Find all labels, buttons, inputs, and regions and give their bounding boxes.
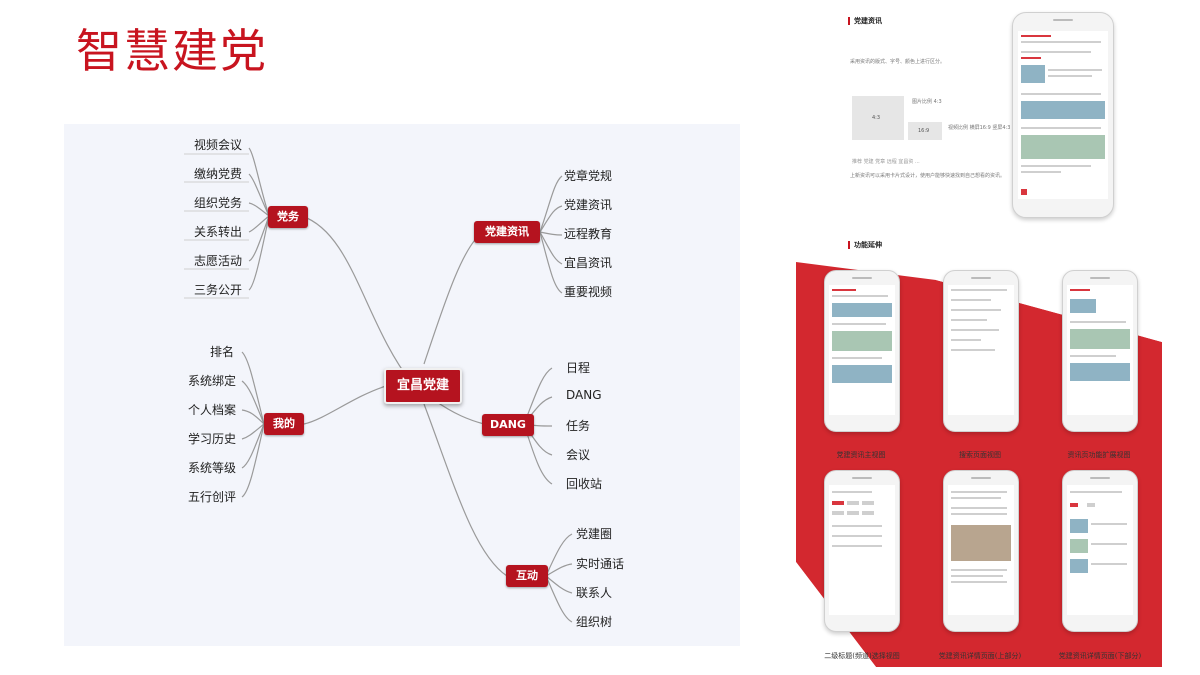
leaf-dangwu-5: 三务公开 [194,283,243,297]
mind-map-connectors [184,147,573,623]
branch-node-dangwu: 党务 [268,206,308,228]
caption-channel-select: 二级标题(频道)选择视图 [824,652,900,660]
leaf-wode-0: 排名 [210,345,235,359]
phone-mockup-news-extended [1062,270,1138,432]
ratio-label-video: 视频比例 横屏16:9 竖屏4:3 [948,125,1011,131]
mind-map: 宜昌党建 党务 我的 党建资讯 DANG 互动 视频会议 缴纳党费 组织党务 关… [64,124,740,646]
phone-mockup-main [1012,12,1114,218]
connector-center-hudong [423,403,508,577]
caption-news-main: 党建资讯主视图 [836,451,886,459]
leaf-wode-3: 学习历史 [188,432,237,446]
branch-node-dang: DANG [482,414,534,436]
branch-node-wode: 我的 [264,413,304,435]
leaf-dang-2: 任务 [566,419,591,433]
page-title: 智慧建党 [76,24,268,78]
ratio-box-4-3-label: 4:3 [872,115,881,121]
branch-node-hudong: 互动 [506,565,548,587]
tabs-preview: 推荐 党建 党章 远程 宜昌资 ... [852,159,920,165]
leaf-hudong-2: 联系人 [576,586,613,600]
connector-center-dangwu [301,215,415,387]
ratio-box-16-9-label: 16:9 [918,128,930,134]
caption-detail-bottom: 党建资讯详情页面(下部分) [1058,652,1142,660]
leaf-hudong-3: 组织树 [576,615,613,629]
phone-mockup-news-main [824,270,900,432]
leaf-hudong-1: 实时通话 [576,557,625,571]
leaf-dangjian-4: 重要视频 [564,285,613,299]
section-desc-news: 采用资讯的版式、字号、颜色上进行区分。 [850,59,946,65]
connector-center-dangjian [423,231,485,365]
ratio-label-image: 图片比例 4:3 [912,99,942,105]
section-title-news: 党建资讯 [848,17,882,25]
branch-node-dangjian: 党建资讯 [474,221,540,243]
caption-search: 搜索页面视图 [959,451,1001,459]
phone-mockup-detail-bottom [1062,470,1138,632]
leaf-dangjian-1: 党建资讯 [564,198,613,212]
leaf-dangwu-1: 缴纳党费 [194,167,243,181]
ratio-box-16-9 [908,122,942,140]
leaf-wode-2: 个人档案 [188,403,237,417]
phone-mockup-search [943,270,1019,432]
phone-mockup-channel-select [824,470,900,632]
leaf-dangjian-0: 党章党规 [564,169,613,183]
section-note-news: 上新资讯可以采用卡片式设计，使用户能够快速找到自己想看的资讯。 [850,173,1006,179]
leaf-wode-1: 系统绑定 [188,374,237,388]
leaf-dangjian-3: 宜昌资讯 [564,256,613,270]
leaf-dangwu-3: 关系转出 [194,225,243,239]
leaf-hudong-0: 党建圈 [576,527,613,541]
center-node: 宜昌党建 [384,368,462,404]
caption-news-extended: 资讯页功能扩展视图 [1067,451,1131,459]
connector-center-wode [303,385,387,425]
leaf-dang-0: 日程 [566,361,591,375]
leaf-dangwu-0: 视频会议 [194,138,243,152]
leaf-dang-4: 回收站 [566,477,603,491]
caption-detail-top: 党建资讯详情页面(上部分) [938,652,1022,660]
leaf-wode-5: 五行创评 [188,490,237,504]
section-title-extension: 功能延伸 [848,241,882,249]
leaf-wode-4: 系统等级 [188,461,237,475]
leaf-dang-1: DANG [566,388,602,402]
ratio-box-4-3 [852,96,904,140]
leaf-dangjian-2: 远程教育 [564,227,613,241]
leaf-dangwu-4: 志愿活动 [194,254,243,268]
leaf-dang-3: 会议 [566,448,591,462]
phone-mockup-detail-top [943,470,1019,632]
leaf-dangwu-2: 组织党务 [194,196,243,210]
